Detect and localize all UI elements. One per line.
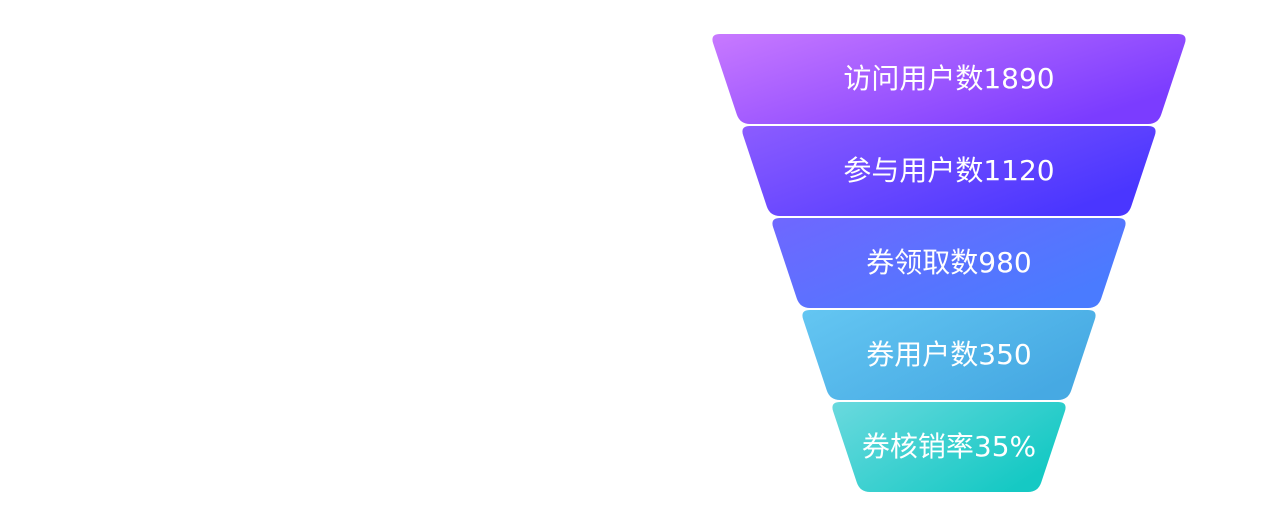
funnel-stage-label: 券领取数980 xyxy=(866,246,1031,279)
funnel-stage-5: 券核销率35% xyxy=(832,402,1066,492)
funnel-stages: 访问用户数1890 参与用户数1120 券领取数980 券用户数350 券核销率35% xyxy=(712,34,1186,492)
funnel-stage-label: 券核销率35% xyxy=(862,430,1036,463)
funnel-stage-label: 访问用户数1890 xyxy=(843,62,1054,95)
funnel-stage-3: 券领取数980 xyxy=(772,218,1126,308)
funnel-stage-shape xyxy=(832,402,1066,492)
funnel-stage-shape xyxy=(772,218,1126,308)
funnel-stage-4: 券用户数350 xyxy=(802,310,1096,400)
funnel-stage-2: 参与用户数1120 xyxy=(742,126,1156,216)
funnel-stage-label: 券用户数350 xyxy=(866,338,1031,371)
funnel-stage-shape xyxy=(742,126,1156,216)
funnel-stage-1: 访问用户数1890 xyxy=(712,34,1186,124)
funnel-stage-shape xyxy=(712,34,1186,124)
funnel-stage-shape xyxy=(802,310,1096,400)
funnel-stage-label: 参与用户数1120 xyxy=(843,154,1054,187)
